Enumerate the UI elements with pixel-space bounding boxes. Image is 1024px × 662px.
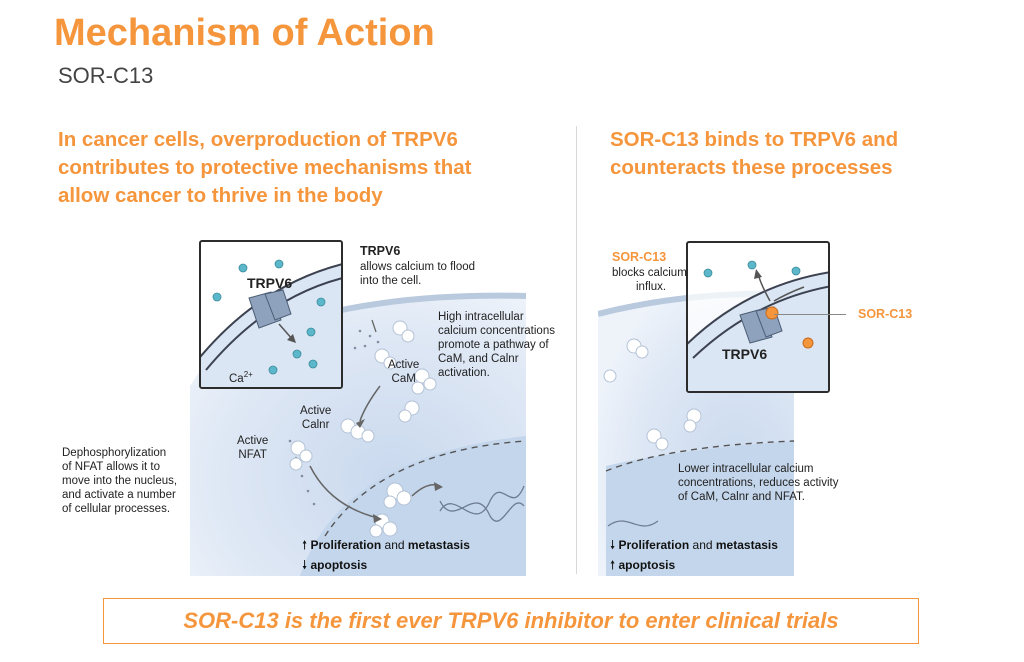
right-heading-line: counteracts these processes bbox=[610, 156, 893, 179]
left-heading-line: allow cancer to thrive in the body bbox=[58, 184, 383, 207]
callout-text: SOR-C13 is the first ever TRPV6 inhibito… bbox=[183, 608, 839, 633]
trpv6-channel-shape bbox=[248, 289, 292, 329]
effect-connector: and bbox=[381, 538, 408, 552]
pathway-arrow bbox=[359, 385, 381, 422]
note-line: and activate a number bbox=[62, 489, 176, 501]
sor-c13-molecule bbox=[802, 337, 814, 349]
dna-strand bbox=[607, 520, 659, 527]
active-cam-label: Active CaM bbox=[388, 358, 419, 386]
note-line: CaM, and Calnr bbox=[438, 353, 519, 365]
label-line: NFAT bbox=[238, 449, 267, 461]
effect-bold: metastasis bbox=[715, 538, 778, 552]
arrow-up-icon: 🠕 bbox=[302, 538, 308, 552]
sor-c13-pointer-label: SOR-C13 bbox=[858, 307, 913, 321]
nucleus bbox=[300, 436, 526, 576]
calcium-dots bbox=[212, 259, 326, 375]
clinical-trials-callout: SOR-C13 is the first ever TRPV6 inhibito… bbox=[103, 598, 919, 644]
label-line: Active bbox=[388, 359, 420, 371]
sor-c13-pointer-line bbox=[774, 314, 846, 316]
left-heading-line: In cancer cells, overproduction of TRPV6 bbox=[58, 128, 458, 151]
trpv6-channel-inset bbox=[201, 259, 341, 387]
effect-bold: Proliferation bbox=[618, 538, 690, 552]
note-line: Dephosphorylization bbox=[62, 447, 167, 459]
label-line: Active bbox=[237, 435, 269, 447]
trpv6-description-line: allows calcium to flood bbox=[360, 261, 476, 273]
right-inset-box: TRPV6 bbox=[686, 241, 830, 393]
trpv6-title: TRPV6 bbox=[360, 244, 401, 258]
dna-strand bbox=[439, 485, 525, 515]
inset-trpv6-label: TRPV6 bbox=[247, 275, 293, 291]
trpv6-description-line: into the cell. bbox=[360, 275, 422, 287]
pathway-arrow bbox=[309, 465, 379, 519]
right-effect-proliferation: 🠗 Proliferation and metastasis bbox=[610, 536, 778, 557]
inset-cytoplasm bbox=[201, 264, 341, 387]
inset-membrane bbox=[688, 271, 828, 345]
note-line: High intracellular bbox=[438, 311, 524, 323]
effect-bold: apoptosis bbox=[618, 558, 676, 572]
active-nfat-label: Active NFAT bbox=[237, 434, 268, 462]
note-line: Lower intracellular calcium bbox=[678, 463, 814, 475]
right-heading: SOR-C13 binds to TRPV6 and counteracts t… bbox=[610, 126, 898, 182]
effect-connector: and bbox=[689, 538, 716, 552]
left-heading: In cancer cells, overproduction of TRPV6… bbox=[58, 126, 472, 210]
inset-calcium-label: Ca2+ bbox=[229, 368, 253, 386]
sor-c13-binding-inset bbox=[688, 260, 828, 391]
description-line: influx. bbox=[636, 281, 667, 293]
effect-bold: metastasis bbox=[407, 538, 470, 552]
left-heading-line: contributes to protective mechanisms tha… bbox=[58, 156, 472, 179]
note-line: concentrations, reduces activity bbox=[678, 477, 839, 489]
note-line: of CaM, Calnr and NFAT. bbox=[678, 491, 805, 503]
sor-c13-molecule bbox=[765, 306, 779, 320]
sor-c13-description: blocks calcium influx. bbox=[612, 266, 687, 294]
sor-c13-title: SOR-C13 bbox=[612, 250, 667, 264]
calcium-charge: 2+ bbox=[243, 370, 253, 379]
high-calcium-note: High intracellular calcium concentration… bbox=[438, 310, 555, 380]
nuclear-envelope bbox=[324, 440, 526, 537]
note-line: activation. bbox=[438, 367, 490, 379]
left-inset-box: TRPV6 Ca2+ bbox=[199, 240, 343, 389]
page-title: Mechanism of Action bbox=[54, 12, 435, 54]
inset-trpv6-label: TRPV6 bbox=[722, 346, 768, 362]
nfat-note: Dephosphorylization of NFAT allows it to… bbox=[62, 446, 177, 516]
label-line: Calnr bbox=[301, 419, 330, 431]
pathway-arrow bbox=[371, 319, 377, 333]
calcium-dots bbox=[703, 260, 801, 278]
label-line: Active bbox=[300, 405, 332, 417]
active-calnr-label: Active Calnr bbox=[300, 404, 331, 432]
description-line: blocks calcium bbox=[612, 267, 687, 279]
effect-bold: apoptosis bbox=[310, 558, 368, 572]
arrow-down-icon: 🠗 bbox=[610, 538, 616, 552]
arrow-up-icon: 🠕 bbox=[610, 558, 616, 572]
lower-calcium-note: Lower intracellular calcium concentratio… bbox=[678, 462, 838, 504]
left-effect-apoptosis: 🠗 apoptosis bbox=[302, 556, 367, 577]
arrow-down-icon: 🠗 bbox=[302, 558, 308, 572]
note-line: of cellular processes. bbox=[62, 503, 171, 515]
right-effect-apoptosis: 🠕 apoptosis bbox=[610, 556, 675, 577]
nuclear-envelope bbox=[605, 440, 794, 472]
note-line: promote a pathway of bbox=[438, 339, 549, 351]
page-subtitle: SOR-C13 bbox=[58, 63, 154, 88]
calcium-symbol: Ca bbox=[229, 372, 244, 385]
trpv6-description: allows calcium to flood into the cell. bbox=[360, 260, 475, 288]
note-line: move into the nucleus, bbox=[62, 475, 178, 487]
label-line: CaM bbox=[391, 373, 416, 385]
note-line: calcium concentrations bbox=[438, 325, 555, 337]
nucleus bbox=[606, 441, 794, 576]
right-heading-line: SOR-C13 binds to TRPV6 and bbox=[610, 128, 899, 151]
effect-bold: Proliferation bbox=[310, 538, 382, 552]
panel-divider bbox=[576, 126, 577, 574]
dna-strand bbox=[439, 500, 525, 522]
left-effect-proliferation: 🠕 Proliferation and metastasis bbox=[302, 536, 470, 557]
note-line: of NFAT allows it to bbox=[62, 461, 160, 473]
